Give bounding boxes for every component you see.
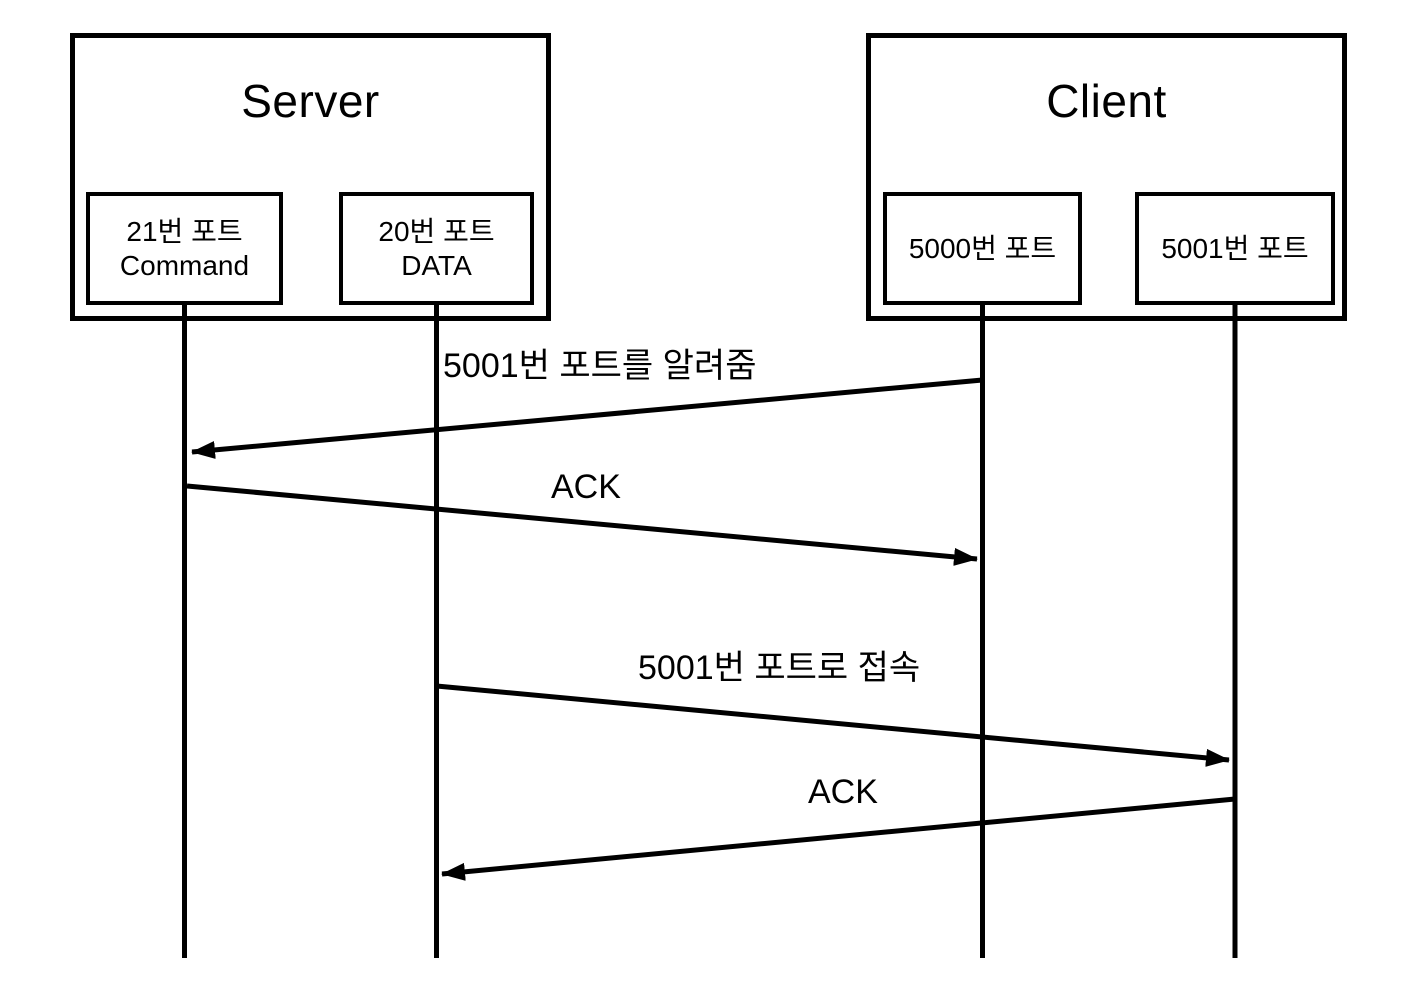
message-label-ack-2: ACK <box>808 773 878 811</box>
message-arrow-announce-port <box>191 377 983 459</box>
server-title: Server <box>241 75 380 127</box>
message-label-announce-port: 5001번 포트를 알려줌 <box>443 347 757 385</box>
port-5000-box: 5000번 포트 <box>883 192 1082 305</box>
port-5000-label: 5000번 포트 <box>908 232 1057 264</box>
port-20-label-line1: 20번 포트 <box>378 215 495 247</box>
port-20-label-line2: DATA <box>401 249 472 281</box>
port-21-box: 21번 포트 Command <box>86 192 283 305</box>
port-21-label-line1: 21번 포트 <box>126 215 243 247</box>
port-5001-box: 5001번 포트 <box>1135 192 1335 305</box>
server-box: Server <box>70 33 551 321</box>
port-20-box: 20번 포트 DATA <box>339 192 534 305</box>
message-arrow-ack-1 <box>186 483 978 566</box>
client-title: Client <box>1046 75 1167 127</box>
message-arrow-ack-2 <box>441 796 1236 881</box>
port-5001-label: 5001번 포트 <box>1161 232 1309 264</box>
client-box: Client <box>866 33 1347 321</box>
message-arrow-connect-port <box>436 683 1230 767</box>
message-label-ack-1: ACK <box>551 468 621 506</box>
port-21-label-line2: Command <box>119 249 250 281</box>
message-label-connect-port: 5001번 포트로 접속 <box>638 649 921 687</box>
